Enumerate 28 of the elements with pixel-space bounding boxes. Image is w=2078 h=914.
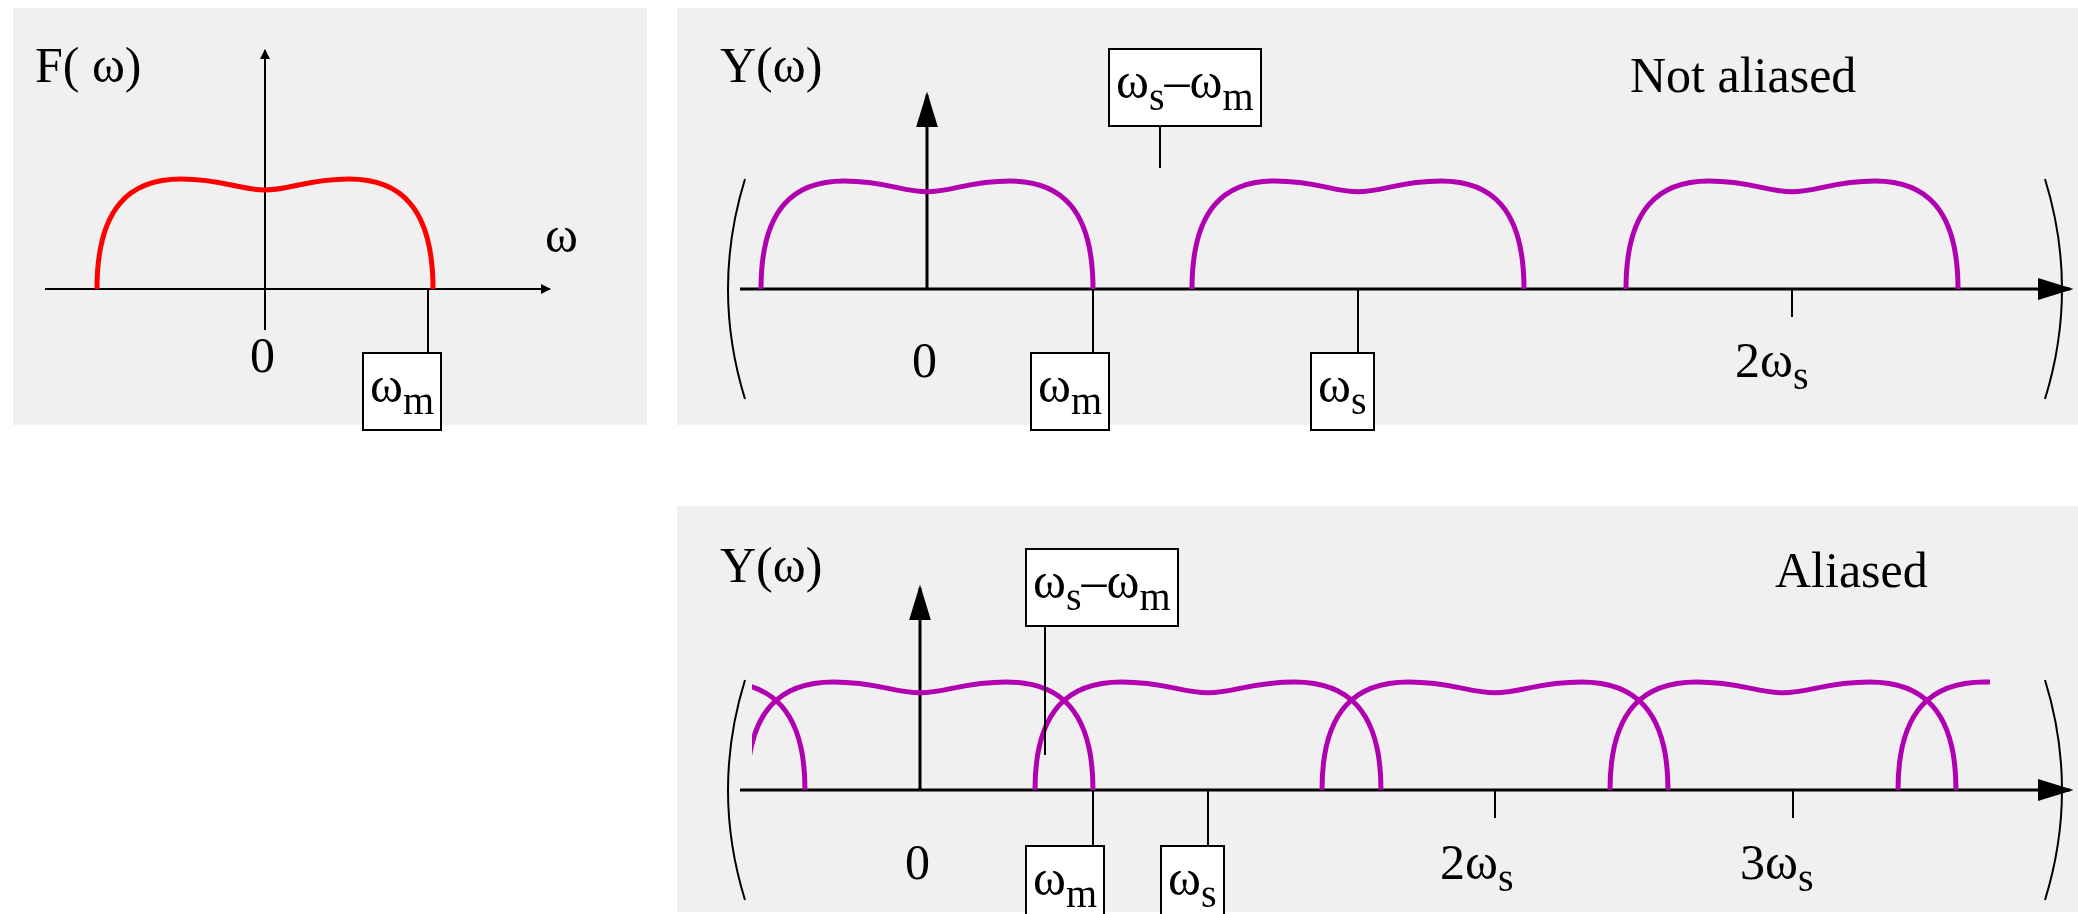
tick-label: 0 <box>250 330 275 380</box>
frequency-label: ω$_{m}$ <box>362 352 443 431</box>
panel-title: Not aliased <box>1630 50 1857 100</box>
leader-line <box>1159 126 1161 169</box>
frequency-label: ω$_{s}$ <box>1160 845 1225 914</box>
leader-line <box>1092 817 1094 846</box>
tick-mark <box>1092 288 1094 318</box>
tick-label: 0 <box>905 837 930 887</box>
leader-line <box>427 316 429 353</box>
leader-line <box>1207 817 1209 846</box>
tick-mark <box>1207 789 1209 819</box>
frequency-label: ω$_{m}$ <box>1025 845 1106 914</box>
tick-label: 0 <box>912 335 937 385</box>
leader-line <box>1357 316 1359 353</box>
tick-label: 3ω$_{s}$ <box>1740 837 1814 898</box>
frequency-label: ω$_{s}$ <box>1310 352 1375 431</box>
tick-label: 2ω$_{s}$ <box>1735 335 1809 396</box>
tick-mark <box>1357 288 1359 318</box>
axis-label: ω <box>545 210 578 260</box>
leader-line <box>1092 316 1094 353</box>
panel-title: Aliased <box>1775 545 1928 595</box>
frequency-label: ω$_{m}$ <box>1030 352 1111 431</box>
tick-mark <box>1092 789 1094 819</box>
leader-line <box>1044 626 1046 756</box>
tick-mark <box>427 288 429 318</box>
frequency-label: ω$_{s}$–ω$_{m}$ <box>1025 548 1179 627</box>
tick-label: 2ω$_{s}$ <box>1440 837 1514 898</box>
frequency-label: ω$_{s}$–ω$_{m}$ <box>1108 48 1262 127</box>
